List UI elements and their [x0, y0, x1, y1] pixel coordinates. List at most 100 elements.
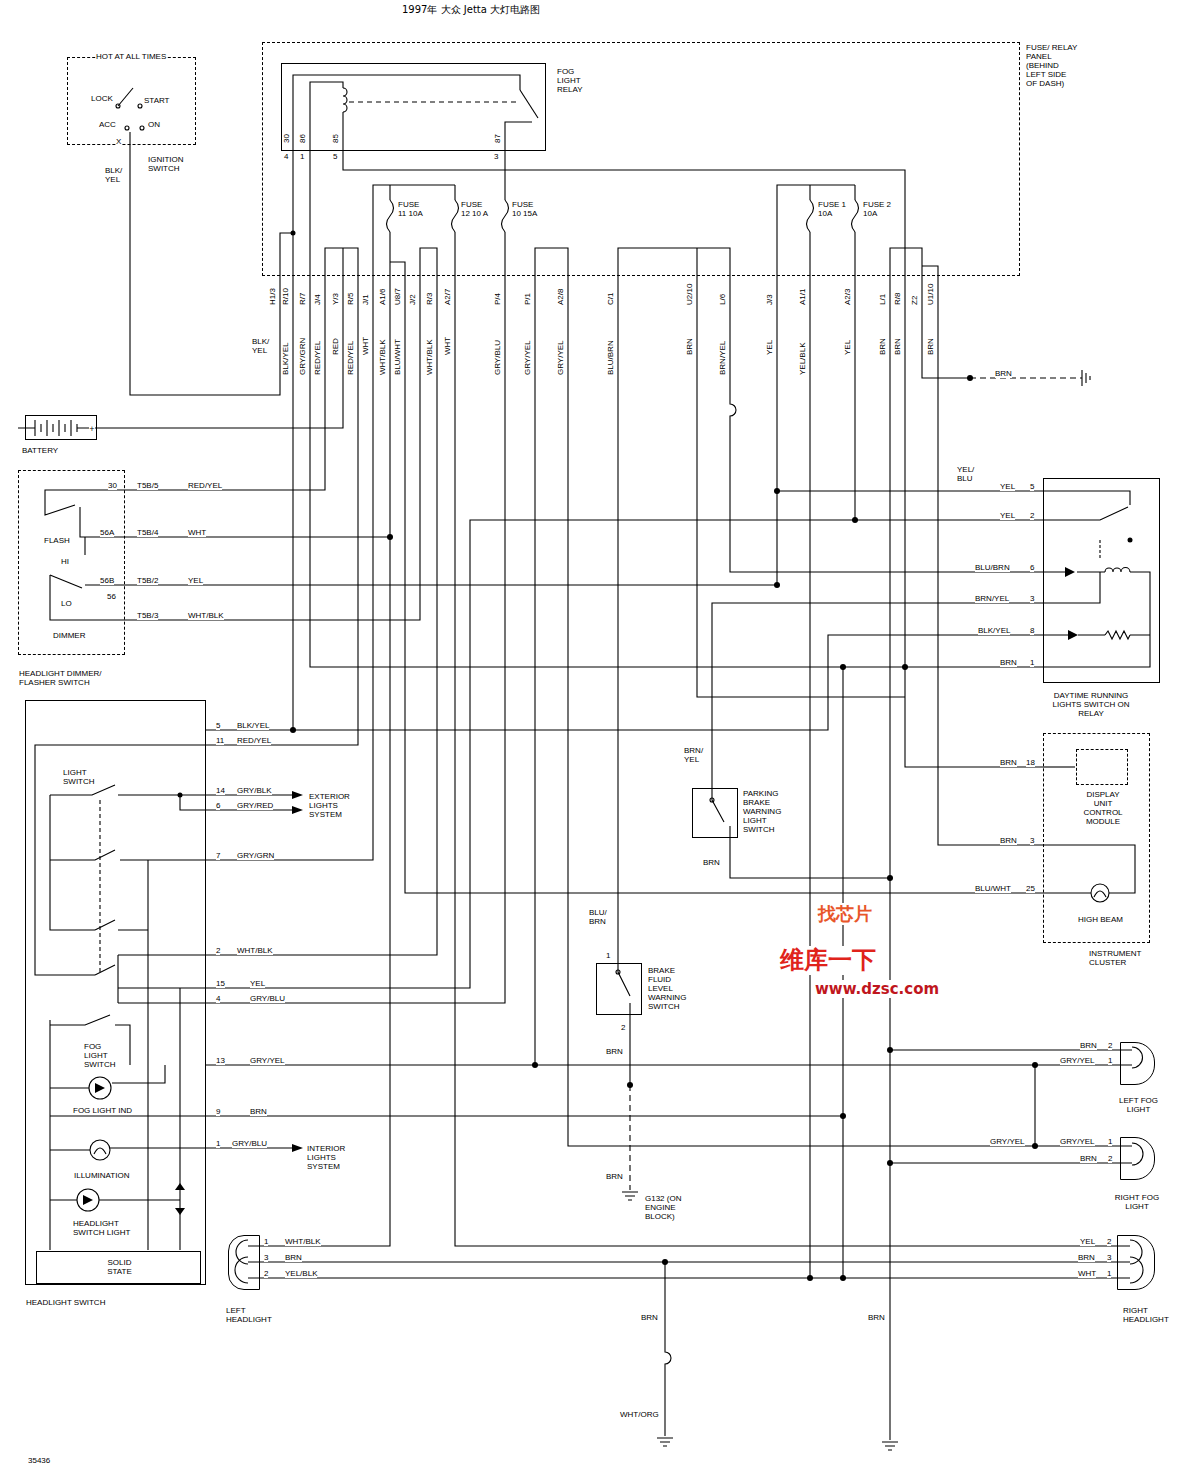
circuit-label: 5 — [333, 152, 337, 161]
circuit-label: BLK/ YEL — [105, 166, 129, 184]
node-label: DIMMER — [53, 631, 85, 640]
circuit-label: 3 — [264, 1253, 268, 1262]
circuit-label: RED/YEL — [237, 736, 271, 745]
circuit-label: 2 — [1030, 511, 1034, 520]
circuit-label: 9 — [216, 1107, 220, 1116]
circuit-label: BRN — [606, 1047, 623, 1056]
wire — [617, 276, 618, 963]
node-label: FOG LIGHT SWITCH — [84, 1042, 126, 1069]
parking-brake-switch: PARKING BRAKE WARNING LIGHT SWITCH — [692, 788, 738, 838]
circuit-label: J/2 — [408, 294, 417, 305]
circuit-label: EXTERIOR LIGHTS SYSTEM — [309, 792, 361, 819]
circuit-label: FUSE 12 10 A — [461, 200, 489, 218]
circuit-label: GRY/YEL — [1060, 1056, 1095, 1065]
wire — [568, 276, 1120, 1146]
wire — [905, 276, 1043, 767]
display-unit-module: DISPLAY UNIT CONTROL MODULE — [1076, 749, 1128, 785]
circuit-label: 1 — [1108, 1056, 1112, 1065]
circuit-label: BRN — [1080, 1154, 1097, 1163]
circuit-label: BLK/YEL — [978, 626, 1010, 635]
circuit-label: BRN — [893, 338, 902, 355]
node-label: ON — [148, 120, 160, 129]
circuit-label: YEL — [1080, 1237, 1095, 1246]
circuit-label: G132 (ON ENGINE BLOCK) — [645, 1194, 700, 1221]
circuit-label: INTERIOR LIGHTS SYSTEM — [307, 1144, 359, 1171]
circuit-label: 14 — [216, 786, 225, 795]
node-label: FUSE/ RELAY PANEL (BEHIND LEFT SIDE OF D… — [1026, 43, 1078, 88]
circuit-label: RED/YEL — [188, 481, 222, 490]
circuit-label: GRY/YEL — [556, 340, 565, 375]
circuit-label: YEL/BLK — [798, 343, 807, 375]
circuit-label: 56B — [100, 576, 114, 585]
circuit-label: GRY/RED — [237, 801, 273, 810]
circuit-label: R/8 — [893, 293, 902, 305]
node-label: DISPLAY UNIT CONTROL MODULE — [1082, 790, 1124, 826]
circuit-label: GRY/YEL — [250, 1056, 285, 1065]
circuit-label: 2 — [1108, 1041, 1112, 1050]
circuit-label: BRN — [1078, 1253, 1095, 1262]
node-label: BRAKE FLUID LEVEL WARNING SWITCH — [648, 966, 688, 1011]
circuit-label: GRY/BLU — [493, 340, 502, 375]
circuit-label: 2 — [621, 1023, 625, 1032]
fuse-relay-panel: FUSE/ RELAY PANEL (BEHIND LEFT SIDE OF D… — [262, 42, 1020, 276]
circuit-label: WHT/ORG — [620, 1410, 659, 1419]
circuit-label: WHT/BLK — [188, 611, 224, 620]
circuit-label: BRN — [285, 1253, 302, 1262]
solid-state-module: SOLID STATE — [36, 1251, 201, 1284]
circuit-label: RED/YEL — [313, 341, 322, 375]
circuit-label: RED — [331, 338, 340, 355]
circuit-label: 18 — [1026, 758, 1035, 767]
wire — [130, 145, 280, 395]
node-layer: HOT AT ALL TIMESLOCKSTARTACCONIGNITION S… — [0, 0, 1, 1]
circuit-label: 56A — [100, 528, 114, 537]
circuit-label: R/7 — [298, 293, 307, 305]
circuit-label: T5B/2 — [137, 576, 158, 585]
circuit-label: BRN/ YEL — [684, 746, 706, 764]
circuit-label: FUSE 10 15A — [512, 200, 540, 218]
node-label: HOT AT ALL TIMES — [96, 52, 166, 61]
wire — [260, 1261, 1117, 1262]
left-headlight: LEFT HEADLIGHT — [228, 1235, 260, 1290]
circuit-label: 30 — [108, 481, 117, 490]
circuit-label: 11 — [216, 736, 224, 745]
circuit-label: www.dzsc.com — [815, 980, 939, 998]
node-label: LO — [61, 599, 72, 608]
circuit-label: 6 — [216, 801, 220, 810]
circuit-label: R/5 — [346, 293, 355, 305]
node-label: FOG LIGHT RELAY — [557, 67, 587, 94]
circuit-label: 86 — [298, 134, 307, 143]
dimmer-switch: FLASHHILODIMMERHEADLIGHT DIMMER/ FLASHER… — [18, 470, 125, 655]
circuit-label: YEL — [765, 340, 774, 355]
circuit-label: 30 — [282, 134, 291, 143]
node-label: INSTRUMENT CLUSTER — [1089, 949, 1149, 967]
circuit-label: C/1 — [606, 293, 615, 305]
circuit-label: FUSE 2 10A — [863, 200, 891, 218]
circuit-label: + — [89, 425, 95, 433]
circuit-label: BRN/YEL — [718, 341, 727, 375]
circuit-label: T5B/5 — [137, 481, 158, 490]
circuit-label: 1 — [216, 1139, 220, 1148]
wire — [125, 276, 325, 490]
circuit-label: 25 — [1026, 884, 1035, 893]
circuit-label: WHT — [443, 337, 452, 355]
node-label: LIGHT SWITCH — [63, 768, 98, 786]
circuit-label: A2/8 — [556, 289, 565, 305]
circuit-label: 3 — [494, 152, 498, 161]
circuit-label: 1 — [606, 951, 610, 960]
circuit-label: 6 — [1030, 563, 1034, 572]
wire — [777, 276, 1043, 491]
node-label: ILLUMINATION — [74, 1171, 129, 1180]
circuit-label: FUSE 1 10A — [818, 200, 846, 218]
circuit-label: YEL — [843, 340, 852, 355]
circuit-label: R/3 — [425, 293, 434, 305]
node-label: RIGHT FOG LIGHT — [1106, 1193, 1168, 1211]
circuit-label: WHT/BLK — [285, 1237, 321, 1246]
node-label: RIGHT HEADLIGHT — [1123, 1306, 1173, 1324]
circuit-label: BLU/WHT — [975, 884, 1011, 893]
node-label: BATTERY — [22, 446, 58, 455]
circuit-label: 4 — [284, 152, 288, 161]
circuit-label: BRN — [703, 858, 720, 867]
circuit-label: L/1 — [878, 294, 887, 305]
